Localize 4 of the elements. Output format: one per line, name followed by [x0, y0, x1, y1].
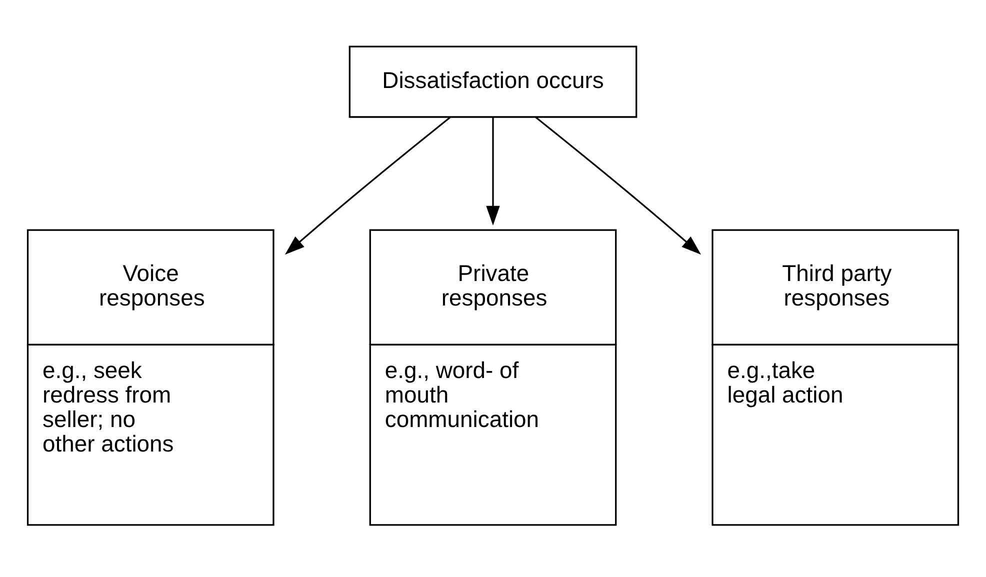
arrow [284, 116, 451, 254]
arrow [535, 116, 702, 254]
arrow [486, 117, 500, 226]
node-box: Dissatisfaction occurs [348, 45, 638, 118]
